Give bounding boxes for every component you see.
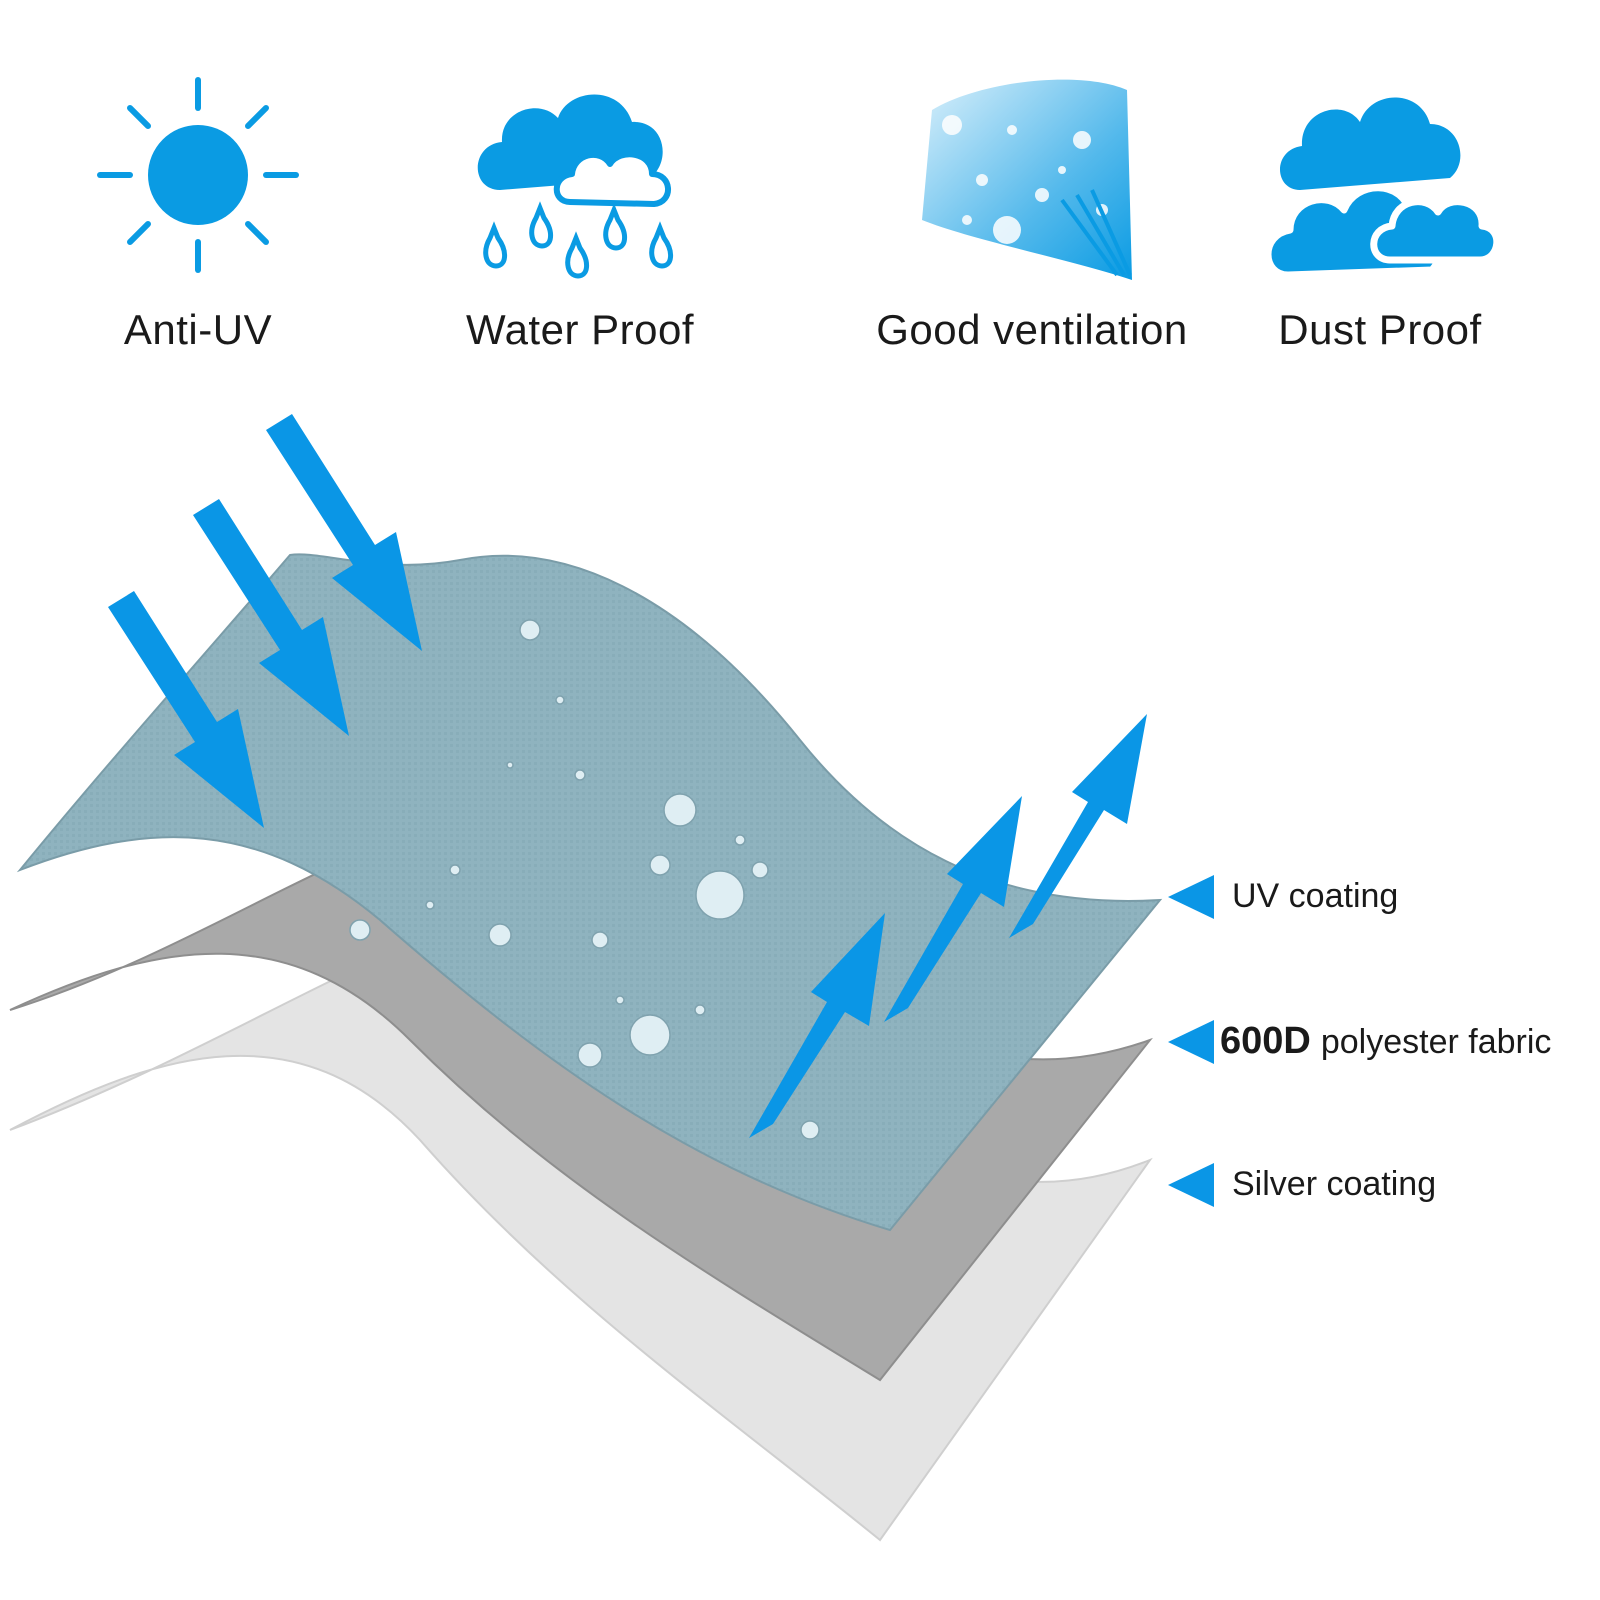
uv-coating-layer [16,553,1163,1232]
water-droplets [349,619,820,1140]
rain-cloud-icon [477,94,673,279]
feature-water-proof: Water Proof [400,70,760,354]
feature-anti-uv: Anti-UV [18,70,378,354]
uv-coating-label: UV coating [1232,877,1398,916]
feature-label: Water Proof [465,306,694,353]
feature-label: Anti-UV [123,306,273,353]
layer-label-text: Silver coating [1232,1165,1437,1203]
feature-label: Dust Proof [1278,306,1482,353]
layer-label-text: UV coating [1232,877,1399,915]
silver-coating-label: Silver coating [1232,1165,1436,1204]
feature-good-ventilation: Good ventilation [852,70,1212,354]
feature-dust-proof: Dust Proof [1200,70,1560,354]
air-flow-icon [922,79,1132,280]
silver-coating-layer [9,918,1153,1542]
clouds-icon [1264,97,1500,279]
incoming-arrows [108,414,422,828]
feature-label: Good ventilation [876,306,1188,353]
sun-icon [97,77,299,273]
layer-label-text: polyester fabric [1320,1023,1552,1061]
polyester-fabric-layer [9,812,1153,1382]
silver-coating-pointer [1168,1163,1214,1207]
uv-coating-pointer [1168,875,1214,919]
outgoing-arrows [749,714,1147,1138]
polyester-fabric-pointer [1168,1020,1214,1064]
fabric-denier: 600D [1220,1020,1311,1062]
